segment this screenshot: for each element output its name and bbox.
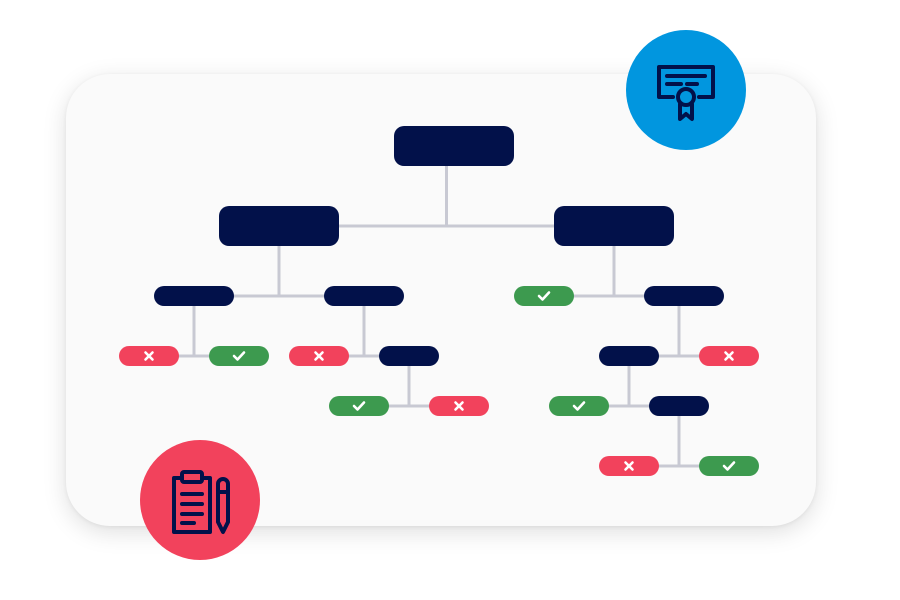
decision-node-shape	[154, 286, 234, 306]
decision-node-shape	[644, 286, 724, 306]
decision-node-shape	[324, 286, 404, 306]
certificate-icon	[657, 65, 715, 121]
reject-leaf-left-b-1	[289, 346, 349, 366]
check-icon	[572, 401, 586, 411]
decision-node-left-a	[154, 286, 234, 306]
decision-node-shape	[219, 206, 339, 246]
clipboard-badge	[140, 440, 260, 560]
cross-icon	[724, 351, 734, 361]
decision-node-shape	[394, 126, 514, 166]
decision-node-left-b	[324, 286, 404, 306]
decision-node-shape	[649, 396, 709, 416]
decision-node-right-b-1-2	[649, 396, 709, 416]
decision-node-root	[394, 126, 514, 166]
accept-leaf-right-b-1-2-2	[699, 456, 759, 476]
check-icon	[232, 351, 246, 361]
decision-node-shape	[554, 206, 674, 246]
cross-icon	[454, 401, 464, 411]
check-icon	[352, 401, 366, 411]
decision-node-shape	[599, 346, 659, 366]
reject-leaf-left-b-2-2	[429, 396, 489, 416]
accept-leaf-right-a	[514, 286, 574, 306]
decision-node-left	[219, 206, 339, 246]
connector-layer	[149, 146, 729, 468]
reject-leaf-right-b-1-2-1	[599, 456, 659, 476]
decision-node-right	[554, 206, 674, 246]
check-icon	[537, 291, 551, 301]
cross-icon	[314, 351, 324, 361]
accept-leaf-left-a-2	[209, 346, 269, 366]
node-layer	[119, 126, 759, 476]
decision-node-right-b	[644, 286, 724, 306]
clipboard-pencil-icon	[172, 470, 230, 534]
cross-icon	[144, 351, 154, 361]
certificate-badge	[626, 30, 746, 150]
reject-leaf-left-a-1	[119, 346, 179, 366]
accept-leaf-left-b-2-1	[329, 396, 389, 416]
reject-leaf-right-b-2	[699, 346, 759, 366]
cross-icon	[624, 461, 634, 471]
decision-node-right-b-1	[599, 346, 659, 366]
accept-leaf-right-b-1-1	[549, 396, 609, 416]
decision-node-left-b-2	[379, 346, 439, 366]
check-icon	[722, 461, 736, 471]
decision-node-shape	[379, 346, 439, 366]
